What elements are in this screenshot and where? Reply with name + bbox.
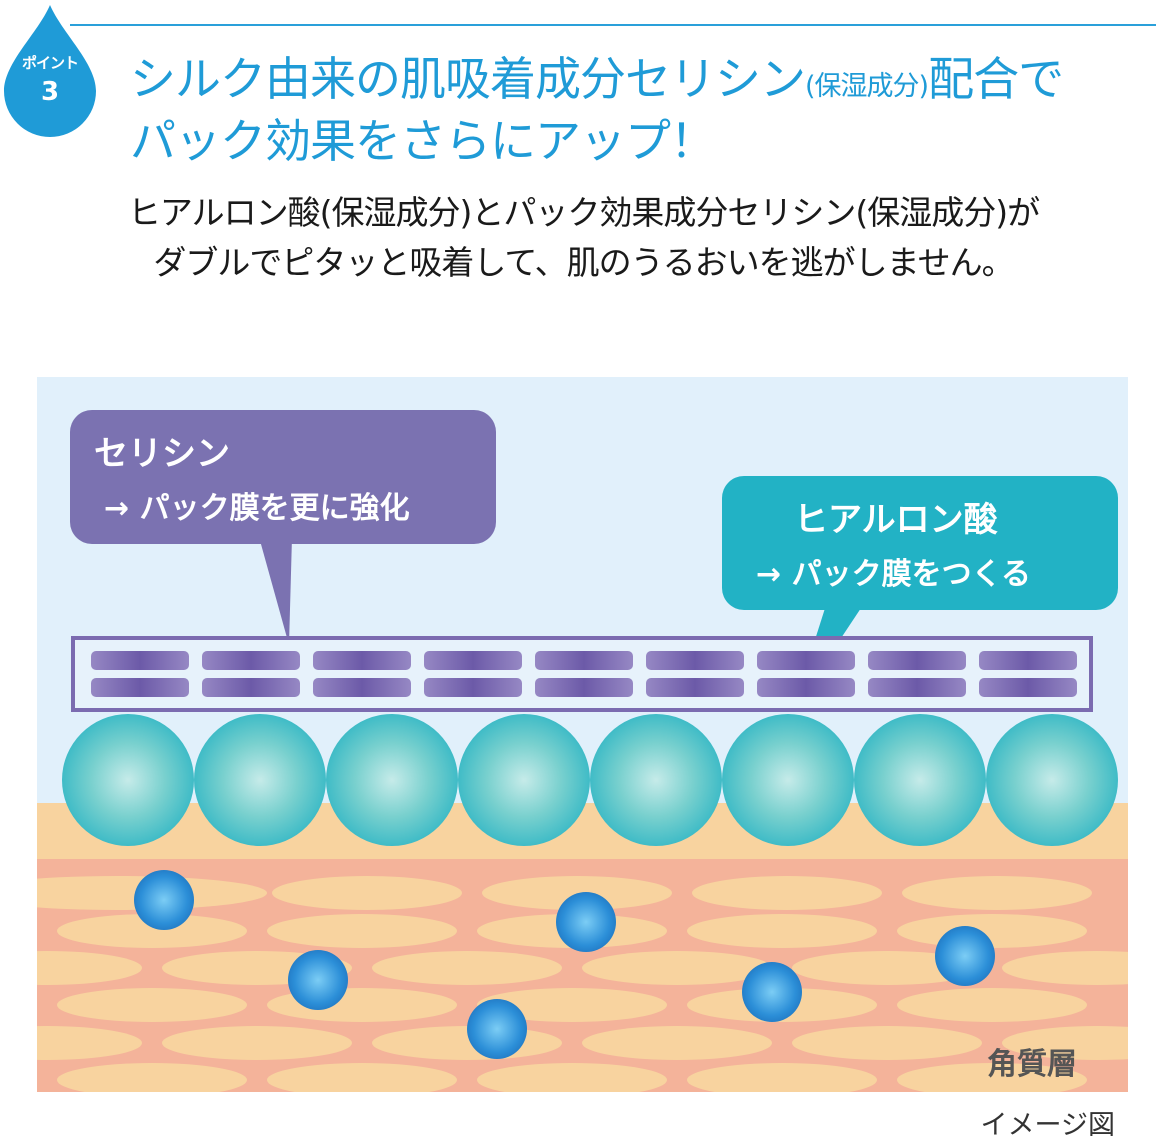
skin-diagram: セリシン → パック膜を更に強化 ヒアルロン酸 → パック膜をつくる — [37, 377, 1128, 1092]
description-line2: ダブルでピタッと吸着して、肌のうるおいを逃がしません。 — [153, 243, 1014, 282]
image-caption: イメージ図 — [980, 1110, 1115, 1141]
hyaluronic-desc: → パック膜をつくる — [756, 557, 1031, 592]
headline: シルク由来の肌吸着成分セリシン(保湿成分)配合で パック効果をさらにアップ！ — [130, 52, 1064, 168]
headline-line2: パック効果をさらにアップ！ — [130, 114, 716, 168]
headline-part: シルク由来の肌吸着成分セリシン — [130, 52, 806, 106]
description: ヒアルロン酸(保湿成分)とパック効果成分セリシン(保湿成分)が ダブルでピタッと… — [0, 188, 1167, 288]
headline-note: (保湿成分) — [805, 71, 929, 102]
sericin-desc: → パック膜を更に強化 — [104, 491, 410, 526]
description-line1: ヒアルロン酸(保湿成分)とパック効果成分セリシン(保湿成分)が — [127, 193, 1040, 232]
badge-number: 3 — [40, 77, 60, 107]
water-drop-badge-icon — [4, 5, 96, 137]
sericin-title: セリシン — [94, 434, 230, 474]
sericin-film — [71, 636, 1093, 712]
stratum-corneum-label: 角質層 — [987, 1047, 1077, 1082]
sericin-callout: セリシン → パック膜を更に強化 — [70, 410, 496, 544]
header-divider — [70, 24, 1156, 26]
hyaluronic-callout: ヒアルロン酸 → パック膜をつくる — [722, 476, 1118, 610]
hyaluronic-title: ヒアルロン酸 — [794, 500, 998, 540]
badge-label: ポイント — [21, 54, 79, 72]
point-badge: ポイント 3 — [2, 52, 98, 107]
headline-part: 配合で — [928, 52, 1064, 106]
